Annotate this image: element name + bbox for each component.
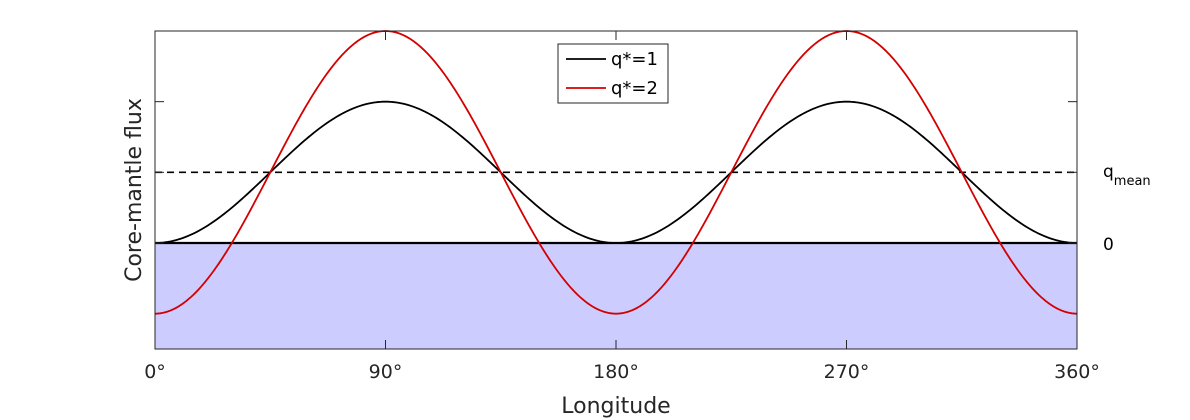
zero-label: 0 xyxy=(1103,235,1114,255)
legend-box xyxy=(557,43,669,104)
x-tick-label: 360° xyxy=(1054,361,1100,383)
shaded-negative-region xyxy=(155,243,1077,349)
x-tick-label: 180° xyxy=(593,361,639,383)
x-tick-label: 90° xyxy=(369,361,403,383)
qmean-label-sub: mean xyxy=(1114,174,1151,189)
series-line-q1 xyxy=(154,100,1078,244)
series-line-q2 xyxy=(154,30,1078,315)
qmean-label: qmean xyxy=(1103,162,1151,189)
legend: q*=1 q*=2 xyxy=(557,43,669,104)
legend-label-q2: q*=2 xyxy=(611,78,658,99)
qmean-label-main: q xyxy=(1103,162,1114,182)
x-tick-label: 0° xyxy=(144,361,166,383)
y-axis-title: Core-mantle flux xyxy=(122,98,147,282)
x-tick-label: 270° xyxy=(824,361,870,383)
legend-label-q1: q*=1 xyxy=(611,49,658,70)
x-axis-title: Longitude xyxy=(561,394,670,419)
